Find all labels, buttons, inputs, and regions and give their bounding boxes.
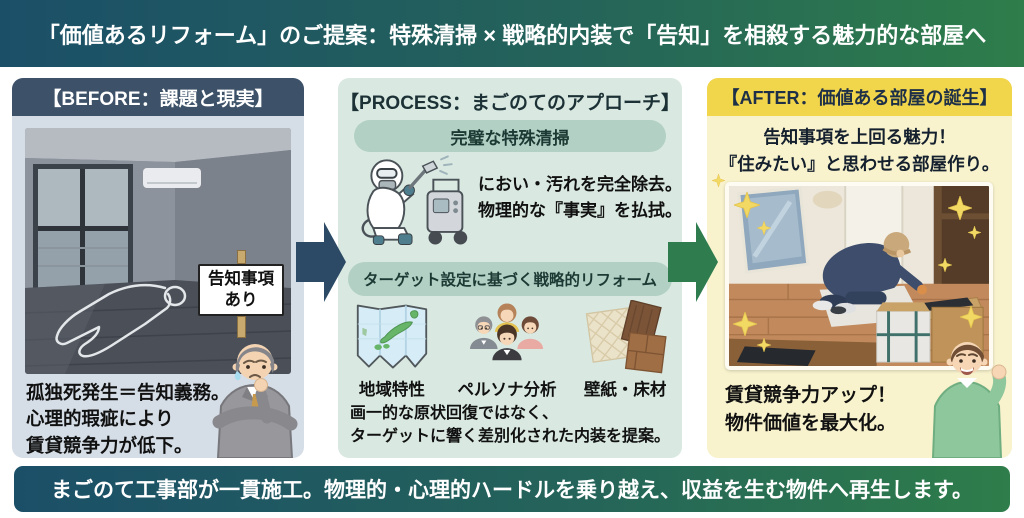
process-panel-title: 【PROCESS：まごのてのアプローチ】 [340,92,680,114]
after-lead-line1: 告知事項を上回る魅力！ [763,127,956,147]
material-samples-icon [585,300,667,374]
chalk-outline [55,283,187,358]
step2-icons-row: 地域特性 [338,300,682,400]
persona-group-icon [469,303,544,361]
sparkle-icon [757,221,771,235]
before-panel-header: 【BEFORE：課題と現実】 [12,78,304,116]
worried-businessman-icon [212,344,298,458]
materials-item: 壁紙・床材 [580,300,670,400]
before-panel-title: 【BEFORE：課題と現実】 [42,88,274,110]
sparkle-icon [948,196,972,220]
step1-desc-line1: におい・汚れを完全除去。 [478,175,682,194]
sparkle-icon [757,338,771,352]
step2-title-pill: ターゲット設定に基づく戦略的リフォーム [348,262,672,296]
step2-desc-line2: ターゲットに響く差別化された内装を提案。 [350,428,671,446]
notice-sign: 告知事項 あり [198,250,284,339]
after-panel-title: 【AFTER：価値ある部屋の誕生】 [721,88,998,108]
step2-description: 画一的な原状回復ではなく、 ターゲットに響く差別化された内装を提案。 [350,402,680,448]
after-caption-line1: 賃貸競争力アップ！ [725,385,897,406]
top-banner-title: 「価値あるリフォーム」のご提案：特殊清掃 × 戦略的内装で「告知」を相殺する魅力… [37,22,987,48]
bottom-banner: まごのて工事部が一貫施工。物理的・心理的ハードルを乗り越え、収益を生む物件へ再生… [14,466,1010,512]
sparkle-icon [960,306,982,328]
happy-agent-icon [931,342,1007,458]
process-panel: 【PROCESS：まごのてのアプローチ】 完璧な特殊清掃 [338,78,682,458]
process-to-after-arrow-icon [668,222,718,302]
after-caption: 賃貸競争力アップ！ 物件価値を最大化。 [725,382,896,437]
step1-desc-line2: 物理的な『事実』を払拭。 [478,200,682,220]
before-caption-line3: 賃貸競争力が低下。 [26,434,193,456]
notice-sign-line2: あり [224,290,258,309]
sparkle-icon [938,258,952,272]
japan-map-icon [356,304,427,369]
step1-title-pill: 完璧な特殊清掃 [354,120,666,152]
after-caption-line2: 物件価値を最大化。 [725,412,897,434]
region-feature-label: 地域特性 [358,381,425,399]
before-caption-line1: 孤独死発生＝告知義務。 [26,382,230,403]
sparkle-icon [968,226,981,239]
top-banner: 「価値あるリフォーム」のご提案：特殊清掃 × 戦略的内装で「告知」を相殺する魅力… [0,0,1024,67]
region-feature-item: 地域特性 [350,300,434,400]
step2-desc-line1: 画一的な原状回復ではなく、 [350,405,559,422]
persona-analysis-item: ペルソナ分析 [457,300,556,400]
sparkle-icon [733,312,757,336]
process-panel-header: 【PROCESS：まごのてのアプローチ】 [338,82,682,120]
before-caption: 孤独死発生＝告知義務。 心理的瑕疵により 賃貸競争力が低下。 [26,380,230,459]
step2-title: ターゲット設定に基づく戦略的リフォーム [362,272,658,289]
before-caption-line2: 心理的瑕疵により [26,408,174,430]
notice-sign-board: 告知事項 あり [198,264,284,317]
sign-post-bottom [236,316,246,339]
bottom-banner-text: まごのて工事部が一貫施工。物理的・心理的ハードルを乗り越え、収益を生む物件へ再生… [51,479,973,502]
sparkle-icon [734,192,760,218]
sign-post-top [236,250,246,264]
materials-label: 壁紙・床材 [583,381,667,399]
before-panel: 【BEFORE：課題と現実】 [12,78,304,458]
step1-title: 完璧な特殊清掃 [450,128,570,148]
before-to-process-arrow-icon [296,222,346,302]
step1-description: におい・汚れを完全除去。 物理的な『事実』を払拭。 [478,172,682,223]
sparkle-icon [712,174,725,187]
after-lead: 告知事項を上回る魅力！ 『住みたい』と思わせる部屋作り。 [707,124,1012,178]
after-panel-header: 【AFTER：価値ある部屋の誕生】 [707,78,1012,116]
notice-sign-line1: 告知事項 [208,270,274,288]
after-panel: 【AFTER：価値ある部屋の誕生】 告知事項を上回る魅力！ 『住みたい』と思わせ… [707,78,1012,458]
hazmat-cleaner-icon [352,152,474,248]
persona-analysis-label: ペルソナ分析 [457,381,557,399]
after-lead-line2: 『住みたい』と思わせる部屋作り。 [719,154,1000,175]
